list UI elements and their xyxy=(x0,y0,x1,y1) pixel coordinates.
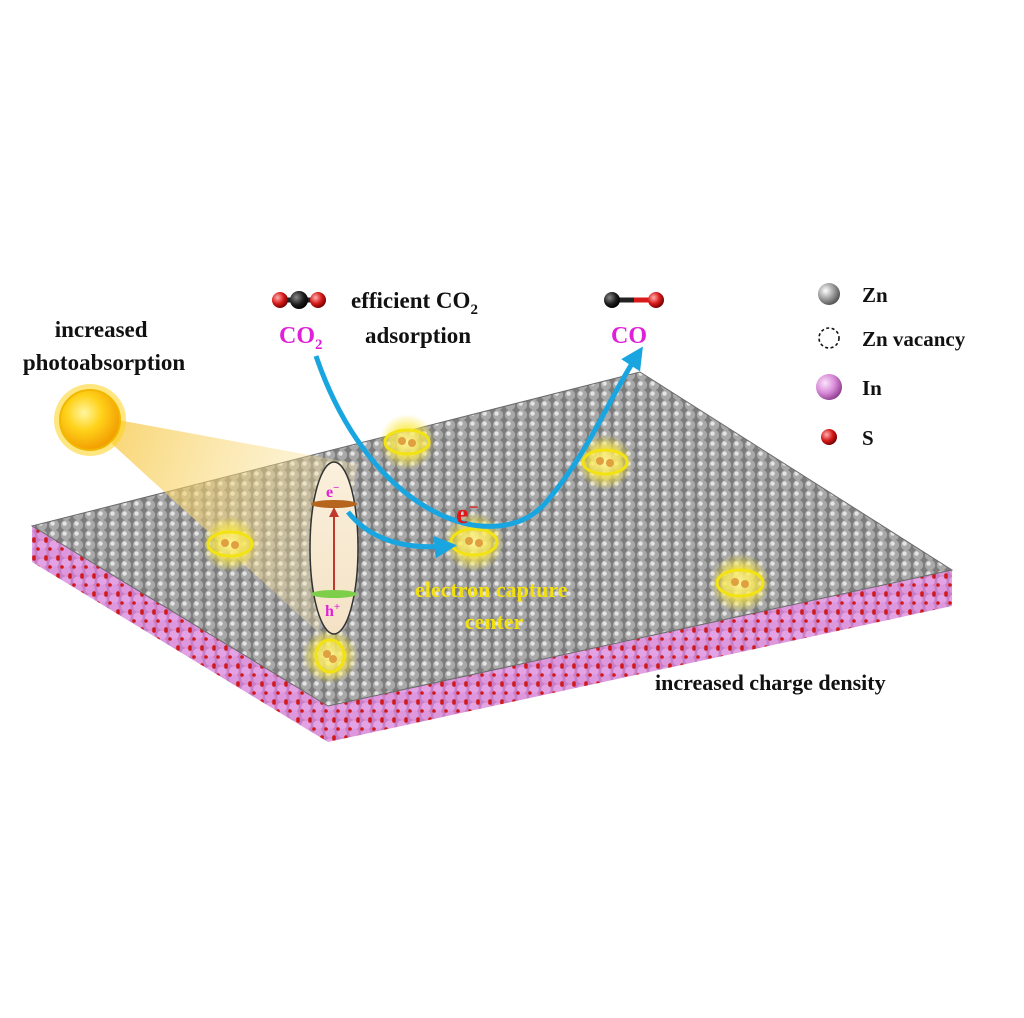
legend-item-zn: Zn xyxy=(818,283,888,307)
surface-electron-label: e− xyxy=(456,497,479,530)
vacancy-site xyxy=(577,434,633,490)
adsorption-label: efficient CO2 adsorption xyxy=(351,288,484,348)
charge-density-label: increased charge density xyxy=(655,670,886,695)
band-electron-label: e− xyxy=(326,482,339,501)
photoabsorption-label: increased photoabsorption xyxy=(23,317,186,375)
vacancy-site xyxy=(379,414,435,470)
co2-reduction-arrow xyxy=(313,346,643,529)
band-hole-label: h+ xyxy=(325,601,340,620)
vacancy-site xyxy=(202,516,258,572)
electron-transfer-arrow xyxy=(346,510,457,559)
slab-side-front xyxy=(328,570,952,742)
capture-center-label: electron capture center xyxy=(415,577,573,634)
vacancy-sites xyxy=(202,414,770,684)
valence-band xyxy=(311,590,357,598)
s-atom-icon xyxy=(821,429,837,445)
co-molecule-icon xyxy=(604,292,664,308)
vacancy-site xyxy=(302,628,358,684)
vacancy-site xyxy=(710,553,770,613)
legend-item-zn-vacancy: Zn vacancy xyxy=(818,327,966,351)
legend-item-in: In xyxy=(816,374,882,400)
co2-molecule-icon xyxy=(272,291,326,309)
svg-text:Zn: Zn xyxy=(862,283,888,307)
svg-text:Zn vacancy: Zn vacancy xyxy=(862,327,966,351)
co-label: CO xyxy=(611,323,647,349)
svg-text:In: In xyxy=(862,376,882,400)
sun-icon xyxy=(54,384,126,456)
zn-vacancy-icon xyxy=(818,327,840,349)
co2-label: CO2 xyxy=(279,323,323,353)
svg-text:S: S xyxy=(862,426,874,450)
in-atom-icon xyxy=(816,374,842,400)
band-diagram: e− h+ xyxy=(309,461,359,635)
slab-side-left xyxy=(32,526,328,742)
legend: Zn Zn vacancy In S xyxy=(816,283,966,450)
zn-atom-icon xyxy=(818,283,840,305)
conduction-band xyxy=(311,500,357,508)
legend-item-s: S xyxy=(821,426,874,450)
